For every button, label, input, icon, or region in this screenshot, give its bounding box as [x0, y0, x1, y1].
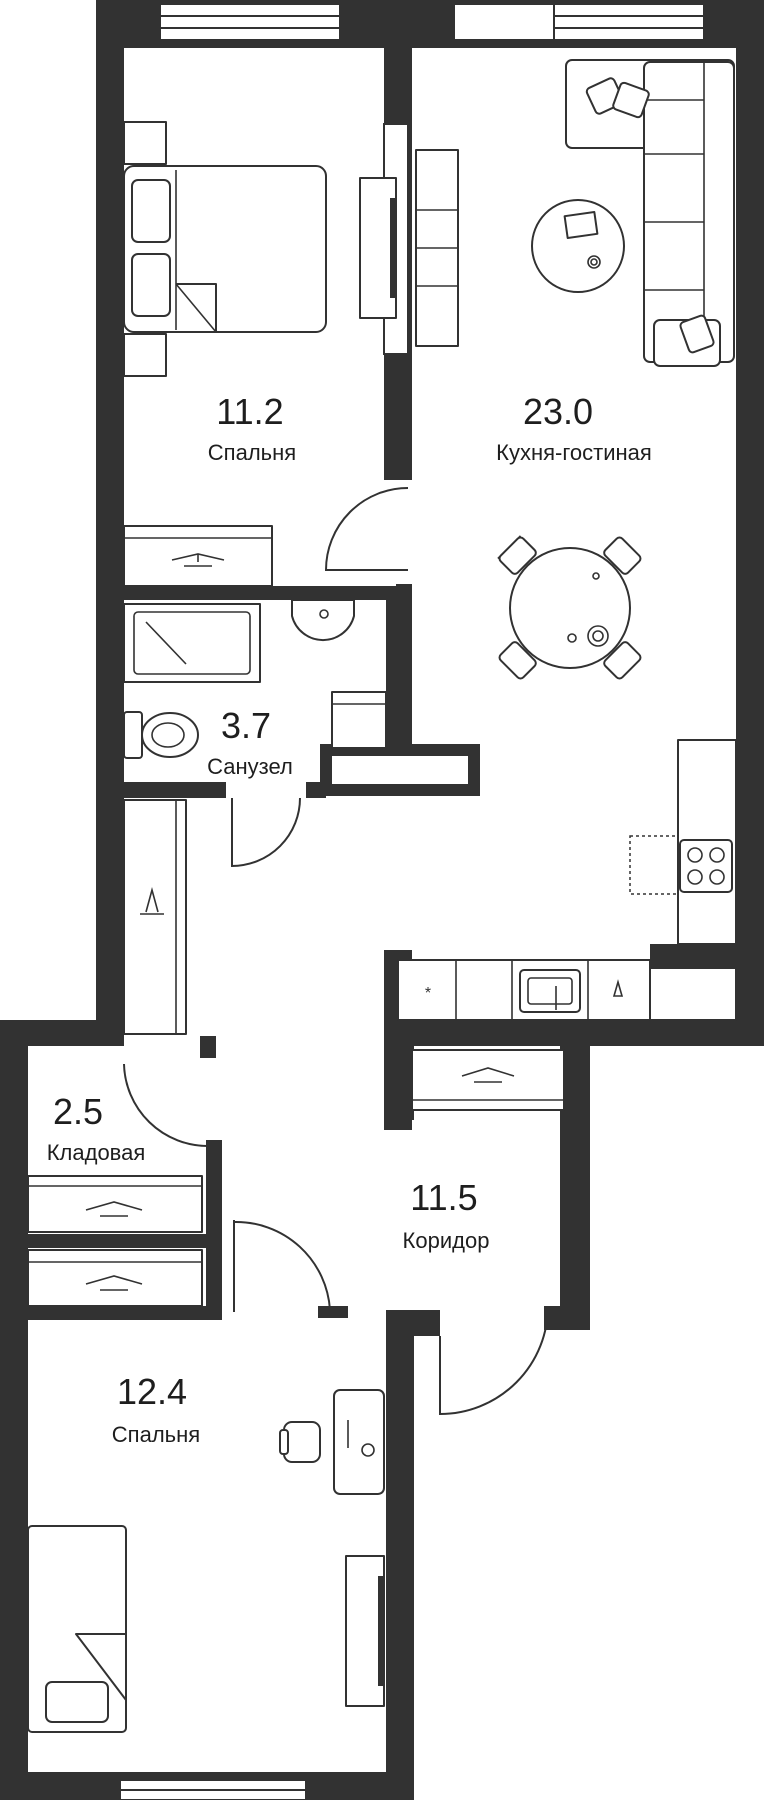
coffee-table-icon: [531, 199, 625, 293]
bedroom2-area: 12.4: [117, 1371, 187, 1412]
bathroom-area: 3.7: [221, 705, 271, 746]
corridor-name: Коридор: [403, 1228, 490, 1253]
kitchen-living-name: Кухня-гостиная: [496, 440, 652, 465]
bedroom1-name: Спальня: [208, 440, 296, 465]
wardrobe-icon: [411, 1049, 565, 1111]
storage-area: 2.5: [53, 1091, 103, 1132]
washbasin-icon: [291, 599, 355, 642]
bedroom1-furniture: [123, 121, 459, 587]
toilet-icon: [123, 711, 143, 759]
room-labels: 11.2 Спальня 23.0 Кухня-гостиная 3.7 Сан…: [47, 391, 652, 1447]
storage-furniture: [27, 1175, 203, 1307]
chair-icon: [283, 1421, 321, 1463]
single-bed-icon: [27, 1525, 127, 1733]
bedroom2-name: Спальня: [112, 1422, 200, 1447]
dining-table-icon: [497, 535, 642, 680]
tv-icon: [345, 1555, 385, 1707]
corridor-furniture: [123, 799, 565, 1111]
bedroom1-area: 11.2: [216, 391, 283, 432]
living-furniture: *: [397, 59, 737, 1021]
bathtub-icon: [123, 603, 261, 683]
bedroom2-furniture: [27, 1389, 385, 1733]
sink-icon: [519, 969, 581, 1013]
doors: [123, 487, 549, 1416]
bathroom-furniture: [123, 599, 387, 759]
kitchen-living-area: 23.0: [523, 391, 593, 432]
stove-icon: [679, 839, 733, 893]
bathroom-name: Санузел: [207, 754, 293, 779]
desk-icon: [333, 1389, 385, 1495]
svg-text:*: *: [425, 985, 431, 1002]
corridor-area: 11.5: [410, 1177, 477, 1218]
storage-name: Кладовая: [47, 1140, 146, 1165]
double-bed-icon: [123, 165, 327, 333]
